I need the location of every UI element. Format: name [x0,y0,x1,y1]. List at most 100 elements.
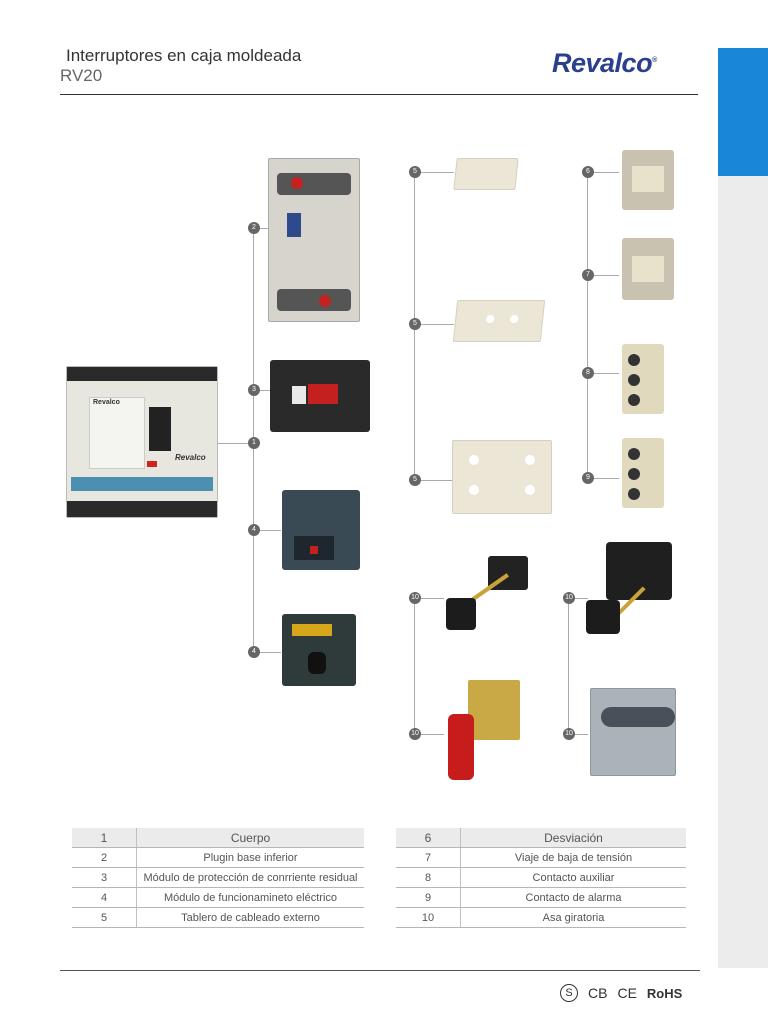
breaker-blue-strip [71,477,213,491]
rotary-module-display [292,624,332,636]
connector-line-5ah [414,172,454,173]
plate-hole-5 [469,485,479,495]
part-label: Asa giratoria [460,907,686,928]
callout-badge-10d: 10 [563,728,575,740]
part-number: 5 [72,907,137,928]
plate-handle-grip [601,707,675,727]
terminal-plate-large-image [452,440,552,514]
part-number: 1 [72,828,137,848]
connector-line-10a [414,598,415,734]
table-row: 10 Asa giratoria [396,907,686,928]
table-row: 2 Plugin base inferior [72,847,364,868]
operation-module-red-button [310,546,318,554]
connector-line-10ch [568,598,588,599]
alarm-screw-1 [628,448,640,460]
alarm-screw-3 [628,488,640,500]
callout-badge-5a: 5 [409,166,421,178]
part-number: 3 [72,867,137,888]
shunt-release-image [622,150,674,210]
page-title: Interruptores en caja moldeada [66,46,302,65]
part-number: 6 [396,828,461,848]
part-label: Módulo de protección de conrriente resid… [136,867,364,888]
callout-badge-6: 6 [582,166,594,178]
rotary-handle-knob [446,598,476,630]
table-row: 1 Cuerpo [72,828,364,848]
rcd-white-label [292,386,306,404]
connector-line-3h [253,390,273,391]
footer-divider [60,970,700,971]
aux-screw-2 [628,374,640,386]
callout-badge-10c: 10 [563,592,575,604]
terminal-plate-medium-image [452,300,546,342]
part-number: 2 [72,847,137,868]
residual-current-module-image [270,360,370,432]
rcd-red-label [308,384,338,404]
auxiliary-contact-image [622,344,664,414]
callout-badge-4b: 4 [248,646,260,658]
part-label: Módulo de funcionamineto eléctrico [136,887,364,908]
connector-line-8h [587,373,619,374]
connector-line-5ch [414,480,454,481]
connector-line-10dh [568,734,588,735]
certification-marks: S CB CE RoHS [560,984,682,1002]
connector-line-6h [587,172,619,173]
callout-badge-5c: 5 [409,474,421,486]
revalco-logo: Revalco® [552,48,657,78]
plate-hole-2 [509,315,519,323]
rotary-handle-plate-image [590,688,676,776]
plugin-top-terminals [277,173,351,195]
rotary-handle-red-image [444,678,522,784]
plate-hole-1 [485,315,495,323]
plate-hole-4 [525,455,535,465]
callout-badge-7: 7 [582,269,594,281]
table-row: 7 Viaje de baja de tensión [396,847,686,868]
table-row: 5 Tablero de cableado externo [72,907,364,928]
connector-line-4ah [253,530,281,531]
part-label: Viaje de baja de tensión [460,847,686,868]
rotary-handle-door-image [584,540,676,636]
shunt-release-coil [632,166,664,192]
terminal-plate-small-image [453,158,519,190]
s-mark-icon: S [560,984,578,1002]
part-number: 4 [72,887,137,908]
breaker-label-plate [89,397,145,469]
callout-badge-10a: 10 [409,592,421,604]
part-number: 10 [396,907,461,928]
breaker-brand-main: Revalco [175,453,206,462]
part-number: 7 [396,847,461,868]
rotary-module-knob [308,652,326,674]
connector-line-5bh [414,324,454,325]
connector-line-1h [218,443,254,444]
plugin-base-image [268,158,360,322]
plugin-blue-module [287,213,301,237]
red-handle-lever [448,714,474,780]
connector-line-6 [587,172,588,478]
plate-hole-3 [469,455,479,465]
side-grey-bar [718,176,768,968]
breaker-red-indicator [147,461,157,467]
header-divider [60,94,698,95]
alarm-contact-image [622,438,664,508]
parts-table-right: 6 Desviación 7 Viaje de baja de tensión … [396,828,686,928]
breaker-handle [149,407,171,451]
cb-mark: CB [588,985,608,1001]
page-subtitle: RV20 [60,66,103,85]
callout-badge-2: 2 [248,222,260,234]
part-label: Tablero de cableado externo [136,907,364,928]
part-label: Contacto auxiliar [460,867,686,888]
plate-hole-6 [525,485,535,495]
callout-badge-5b: 5 [409,318,421,330]
callout-badge-4a: 4 [248,524,260,536]
door-handle-knob [586,600,620,634]
connector-line-10b [568,598,569,734]
part-number: 9 [396,887,461,908]
breaker-bottom-terminals [67,501,217,517]
table-row: 6 Desviación [396,828,686,848]
callout-badge-8: 8 [582,367,594,379]
callout-badge-1: 1 [248,437,260,449]
breaker-brand-top: Revalco [93,399,120,406]
undervoltage-release-image [622,238,674,300]
table-row: 4 Módulo de funcionamineto eléctrico [72,887,364,908]
callout-badge-10b: 10 [409,728,421,740]
connector-line-10ah [414,598,444,599]
